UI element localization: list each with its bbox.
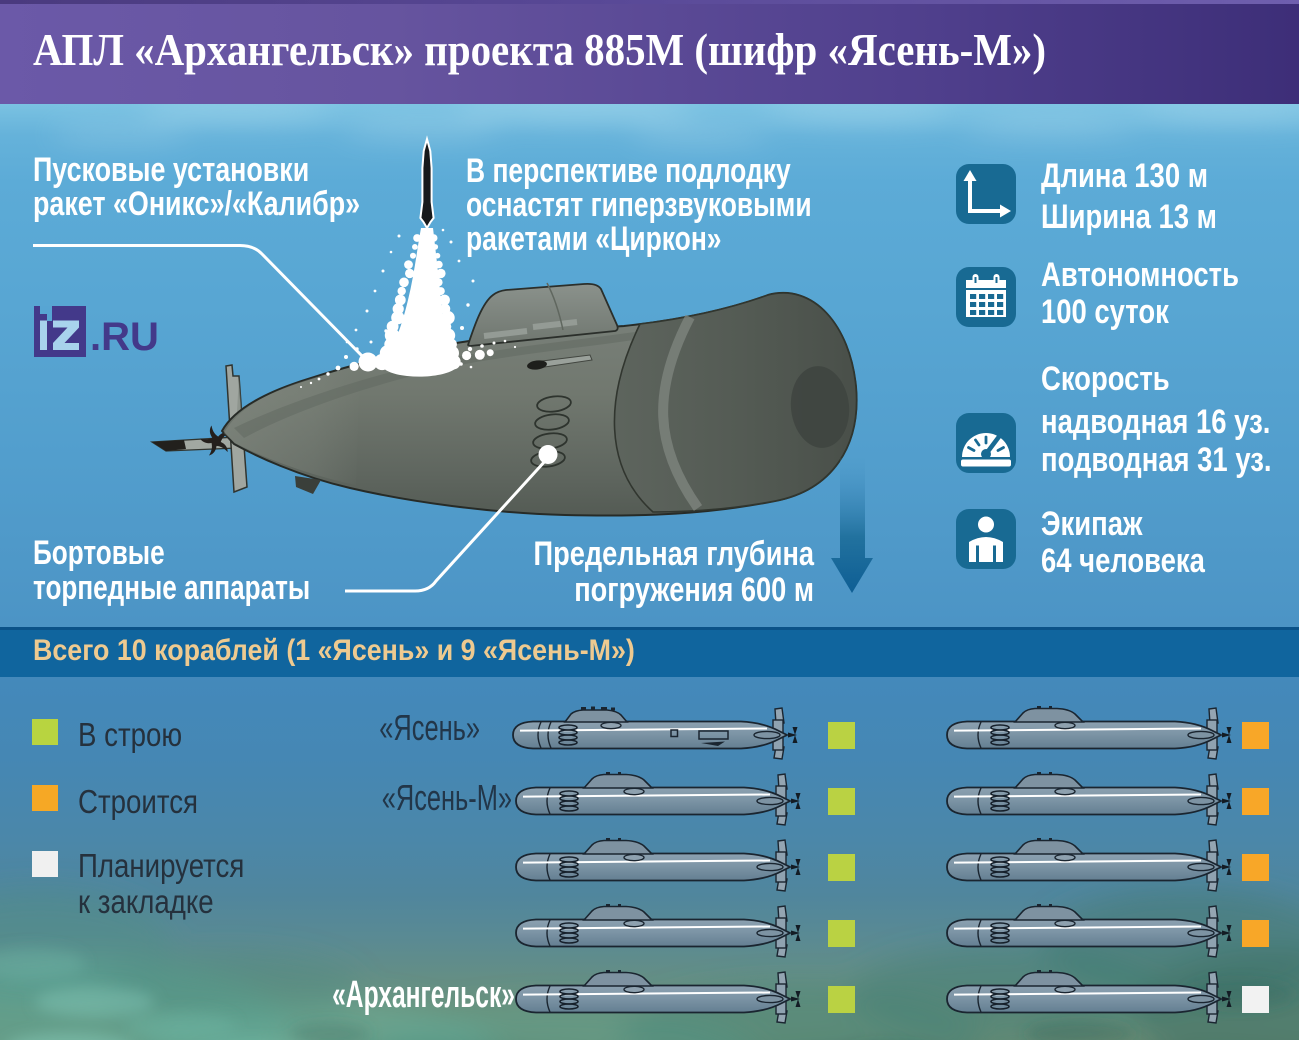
svg-text:.RU: .RU [90, 315, 159, 358]
